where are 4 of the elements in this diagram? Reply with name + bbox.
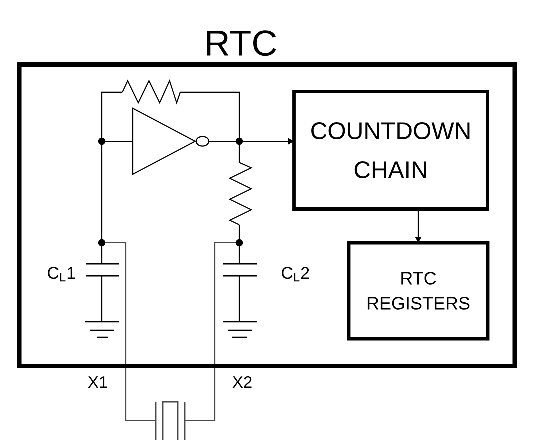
component-label: C$_{L}$2 [282, 267, 310, 282]
block-box: RTC REGISTERS [347, 241, 490, 341]
block-title: RTC [207, 30, 276, 56]
block-box: COUNTDOWN CHAIN [292, 90, 490, 211]
